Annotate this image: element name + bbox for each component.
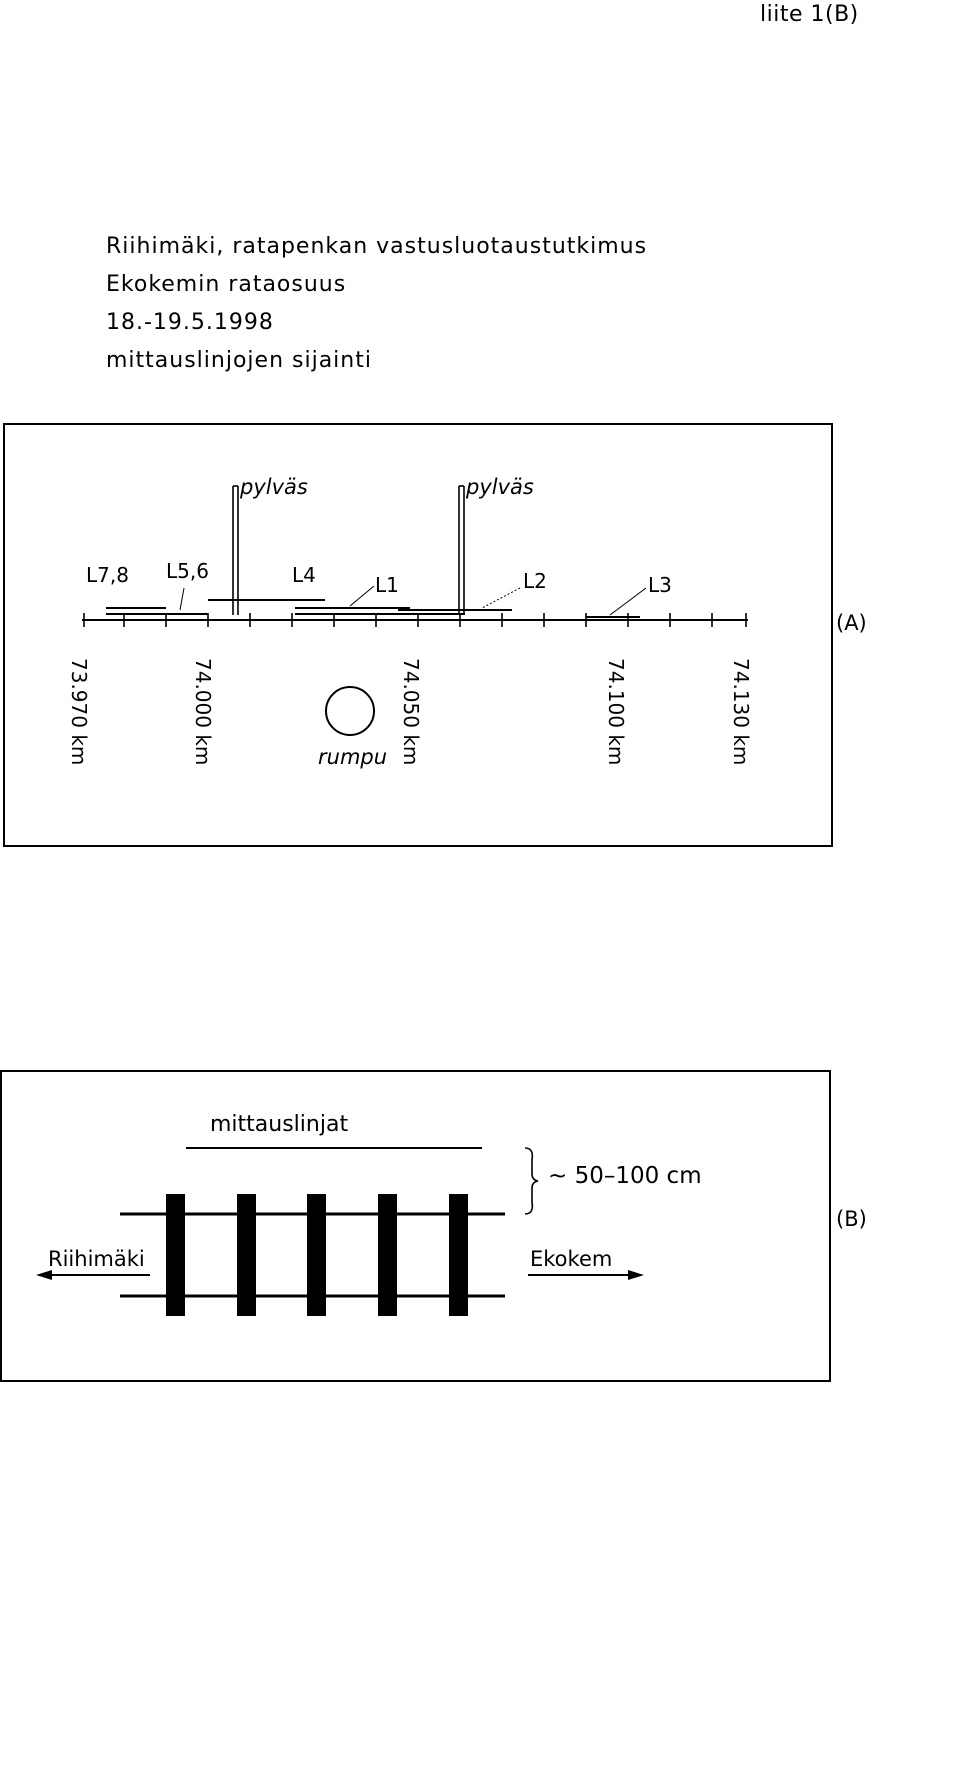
measurement-lines	[106, 599, 640, 618]
sleeper-2	[237, 1194, 256, 1316]
panel-label-b: (B)	[836, 1207, 867, 1231]
arrow-right-icon	[528, 1270, 644, 1280]
leader-l3	[609, 587, 647, 616]
culvert-icon	[325, 686, 375, 736]
label-l1: L1	[375, 573, 399, 597]
km-label-74130: 74.130 km	[729, 658, 753, 765]
header-date: 18.-19.5.1998	[106, 310, 274, 335]
km-label-74050: 74.050 km	[399, 658, 423, 765]
header-subtitle: mittauslinjojen sijainti	[106, 348, 372, 373]
sleeper-4	[378, 1194, 397, 1316]
direction-right-label: Ekokem	[530, 1247, 612, 1271]
brace-icon	[524, 1147, 539, 1215]
header-title: Riihimäki, ratapenkan vastusluotaustutki…	[106, 234, 648, 259]
pole-label-right: pylväs	[465, 475, 534, 499]
pole-left-icon	[232, 485, 239, 615]
leader-l56	[179, 587, 185, 611]
pole-right-icon	[458, 485, 465, 615]
appendix-label: liite 1(B)	[760, 2, 859, 27]
axis-ticks	[83, 613, 747, 627]
distance-label: ~ 50–100 cm	[548, 1163, 702, 1189]
pole-label-left: pylväs	[239, 475, 308, 499]
leader-l1	[349, 585, 375, 607]
label-l56: L5,6	[166, 559, 209, 583]
diagram-a-frame	[3, 423, 833, 847]
leader-l2	[481, 587, 521, 609]
label-l3: L3	[648, 573, 672, 597]
label-l4: L4	[292, 563, 316, 587]
lines-label: mittauslinjat	[210, 1112, 348, 1137]
header-section: Ekokemin rataosuus	[106, 272, 347, 297]
diagram-b: mittauslinjat ~ 50–100 cm Riihimäki Ekok…	[0, 1070, 867, 1382]
sleeper-1	[166, 1194, 185, 1316]
label-l2: L2	[523, 569, 547, 593]
arrow-left-icon	[36, 1270, 150, 1280]
header-block: Riihimäki, ratapenkan vastusluotaustutki…	[106, 228, 647, 380]
km-label-74100: 74.100 km	[604, 658, 628, 765]
sleeper-5	[449, 1194, 468, 1316]
sleeper-3	[307, 1194, 326, 1316]
label-l78: L7,8	[86, 563, 129, 587]
direction-left-label: Riihimäki	[48, 1247, 145, 1271]
diagram-a: pylväs pylväs L7,8 L5,6 L4 L1 L2 L3 73.9…	[3, 423, 867, 847]
culvert-label: rumpu	[318, 745, 387, 769]
panel-label-a: (A)	[836, 611, 867, 635]
km-label-73970: 73.970 km	[67, 658, 91, 765]
diagram-b-frame	[0, 1070, 831, 1382]
km-label-74000: 74.000 km	[191, 658, 215, 765]
